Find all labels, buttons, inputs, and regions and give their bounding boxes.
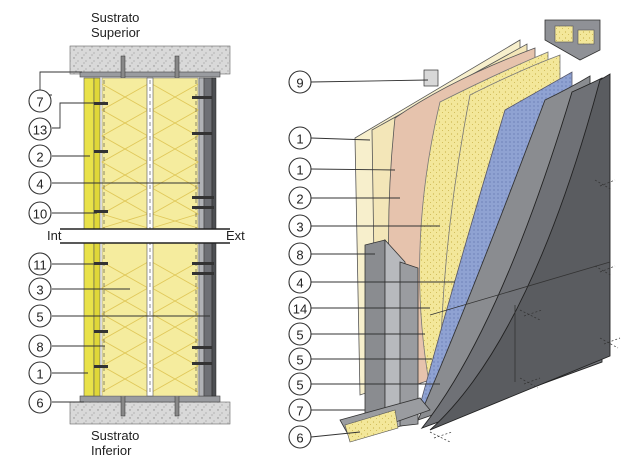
svg-text:3: 3	[296, 220, 303, 235]
svg-text:7: 7	[36, 95, 43, 110]
callout-4: 4	[28, 171, 52, 195]
callout-2: 2	[28, 144, 52, 168]
insulation-zigzag-b	[100, 83, 199, 393]
svg-text:7: 7	[296, 404, 303, 419]
callout-1: 1	[288, 126, 312, 150]
svg-text:4: 4	[36, 177, 43, 192]
right-callouts: 9 1 1 2 3 8 4 14 5 5 5 7 6	[288, 70, 312, 449]
bottom-track	[79, 395, 221, 403]
svg-text:9: 9	[296, 76, 303, 91]
callout-4: 4	[288, 270, 312, 294]
callout-6: 6	[288, 425, 312, 449]
svg-text:5: 5	[36, 310, 43, 325]
bottom-substrate-slab	[69, 401, 231, 425]
callout-8: 8	[28, 334, 52, 358]
bottom-substrate-label-2: Inferior	[91, 443, 132, 458]
svg-text:4: 4	[296, 276, 303, 291]
callout-2: 2	[288, 186, 312, 210]
callout-5: 5	[28, 304, 52, 328]
svg-text:10: 10	[33, 207, 47, 222]
right-leader-lines	[310, 79, 455, 438]
callout-6: 6	[28, 390, 52, 414]
svg-text:8: 8	[296, 248, 303, 263]
interior-label: Int	[47, 228, 62, 243]
anchor-bolt	[120, 393, 126, 417]
top-substrate-label: Sustrato	[91, 10, 139, 25]
top-substrate-slab	[69, 45, 231, 75]
svg-text:3: 3	[36, 283, 43, 298]
left-leader-lines	[39, 71, 210, 403]
callout-5: 5	[288, 347, 312, 371]
callout-7: 7	[28, 89, 52, 113]
svg-text:1: 1	[296, 163, 303, 178]
svg-text:5: 5	[296, 353, 303, 368]
svg-text:1: 1	[36, 367, 43, 382]
callout-8: 8	[288, 242, 312, 266]
top-insulation-block	[554, 25, 574, 43]
callout-13: 13	[28, 117, 52, 141]
callout-10: 10	[28, 201, 52, 225]
fastener-ticks	[429, 179, 621, 443]
callout-7: 7	[288, 398, 312, 422]
second-steel-stud	[399, 261, 419, 427]
callout-11: 11	[28, 252, 52, 276]
svg-text:2: 2	[36, 150, 43, 165]
anchor-bolt	[174, 393, 180, 417]
callout-5: 5	[288, 372, 312, 396]
top-insulation-block-2	[577, 29, 595, 45]
panel-joint	[429, 261, 611, 316]
bottom-insulation-block	[344, 409, 399, 443]
svg-text:2: 2	[296, 192, 303, 207]
section-view: Int Ext Sustrato Superior Sustrato Infer…	[39, 10, 245, 458]
svg-text:14: 14	[293, 302, 307, 317]
callout-1: 1	[28, 361, 52, 385]
callout-3: 3	[288, 214, 312, 238]
callout-9: 9	[288, 70, 312, 94]
left-callouts: 7 13 2 4 10 11 3 5 8 1 6	[28, 89, 52, 414]
svg-text:13: 13	[33, 123, 47, 138]
callout-5: 5	[288, 322, 312, 346]
svg-text:1: 1	[296, 132, 303, 147]
exterior-screws	[192, 96, 214, 365]
isometric-view	[310, 19, 621, 443]
front-steel-stud	[364, 239, 386, 433]
section-break-band	[60, 229, 230, 243]
svg-text:8: 8	[36, 340, 43, 355]
svg-text:5: 5	[296, 378, 303, 393]
anchor-bolt	[120, 55, 126, 79]
svg-text:5: 5	[296, 328, 303, 343]
svg-text:6: 6	[36, 396, 43, 411]
exterior-label: Ext	[226, 228, 245, 243]
top-track	[79, 71, 221, 78]
svg-text:11: 11	[33, 258, 47, 273]
callout-14: 14	[288, 296, 312, 320]
anchor-bolt	[174, 55, 180, 79]
bracket-clip	[423, 69, 439, 87]
bottom-substrate-label: Sustrato	[91, 428, 139, 443]
svg-text:6: 6	[296, 431, 303, 446]
callout-3: 3	[28, 277, 52, 301]
callout-1: 1	[288, 157, 312, 181]
exterior-panel-3	[429, 73, 611, 431]
interior-screws	[94, 102, 108, 368]
top-substrate-label-2: Superior	[91, 25, 141, 40]
